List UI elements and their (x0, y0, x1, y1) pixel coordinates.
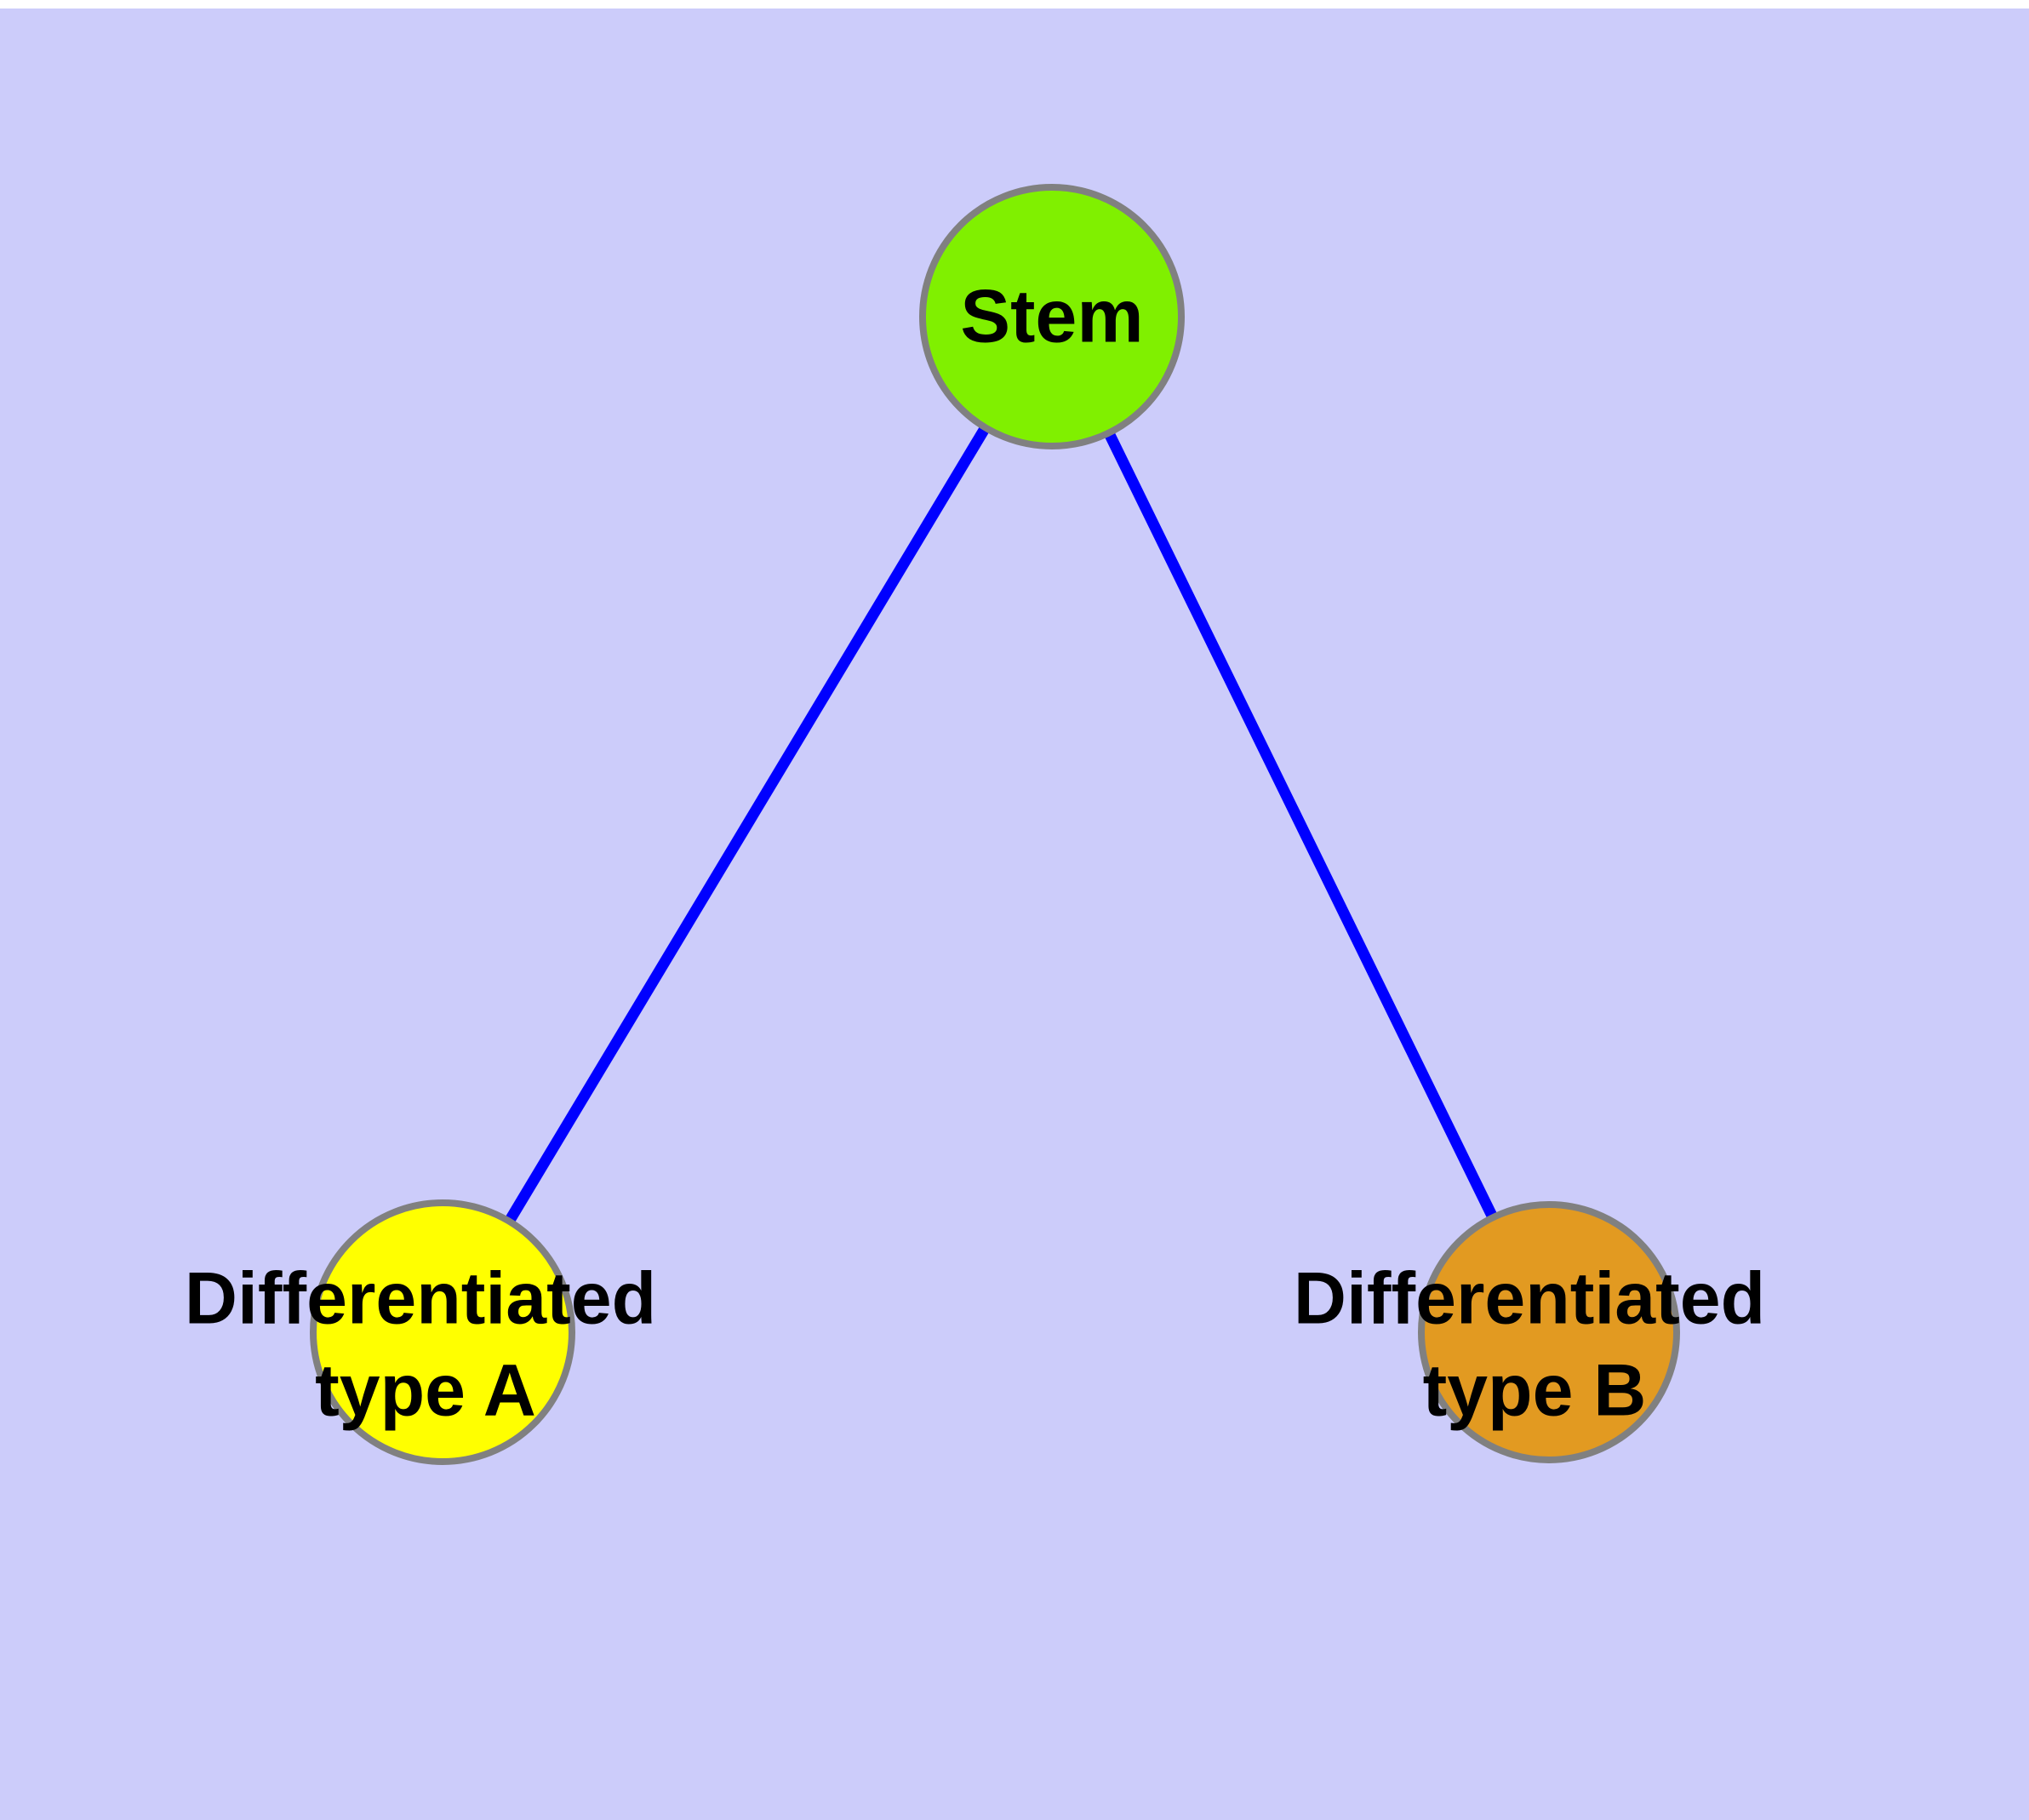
node-differentiated-type-b[interactable] (1418, 1201, 1680, 1463)
node-differentiated-type-a[interactable] (310, 1199, 575, 1465)
edge-stem-to-differentiated-type-a[interactable] (504, 424, 991, 1225)
label-layer: Stem Differentiated type A Differentiate… (185, 273, 1765, 1431)
node-stem-circle[interactable] (919, 184, 1185, 449)
node-differentiated-type-b-label-line2: type B (1423, 1350, 1647, 1432)
edge-layer (504, 424, 1498, 1225)
node-stem-label: Stem (960, 273, 1143, 358)
node-layer (310, 184, 1680, 1465)
node-differentiated-type-b-circle[interactable] (1418, 1201, 1680, 1463)
node-differentiated-type-a-label-line2: type A (315, 1350, 536, 1432)
node-stem[interactable] (919, 184, 1185, 449)
node-differentiated-type-a-label-line1: Differentiated (185, 1258, 656, 1340)
node-differentiated-type-b-label-line1: Differentiated (1294, 1258, 1765, 1340)
node-differentiated-type-a-circle[interactable] (310, 1199, 575, 1465)
edge-stem-to-differentiated-type-b[interactable] (1103, 430, 1498, 1221)
